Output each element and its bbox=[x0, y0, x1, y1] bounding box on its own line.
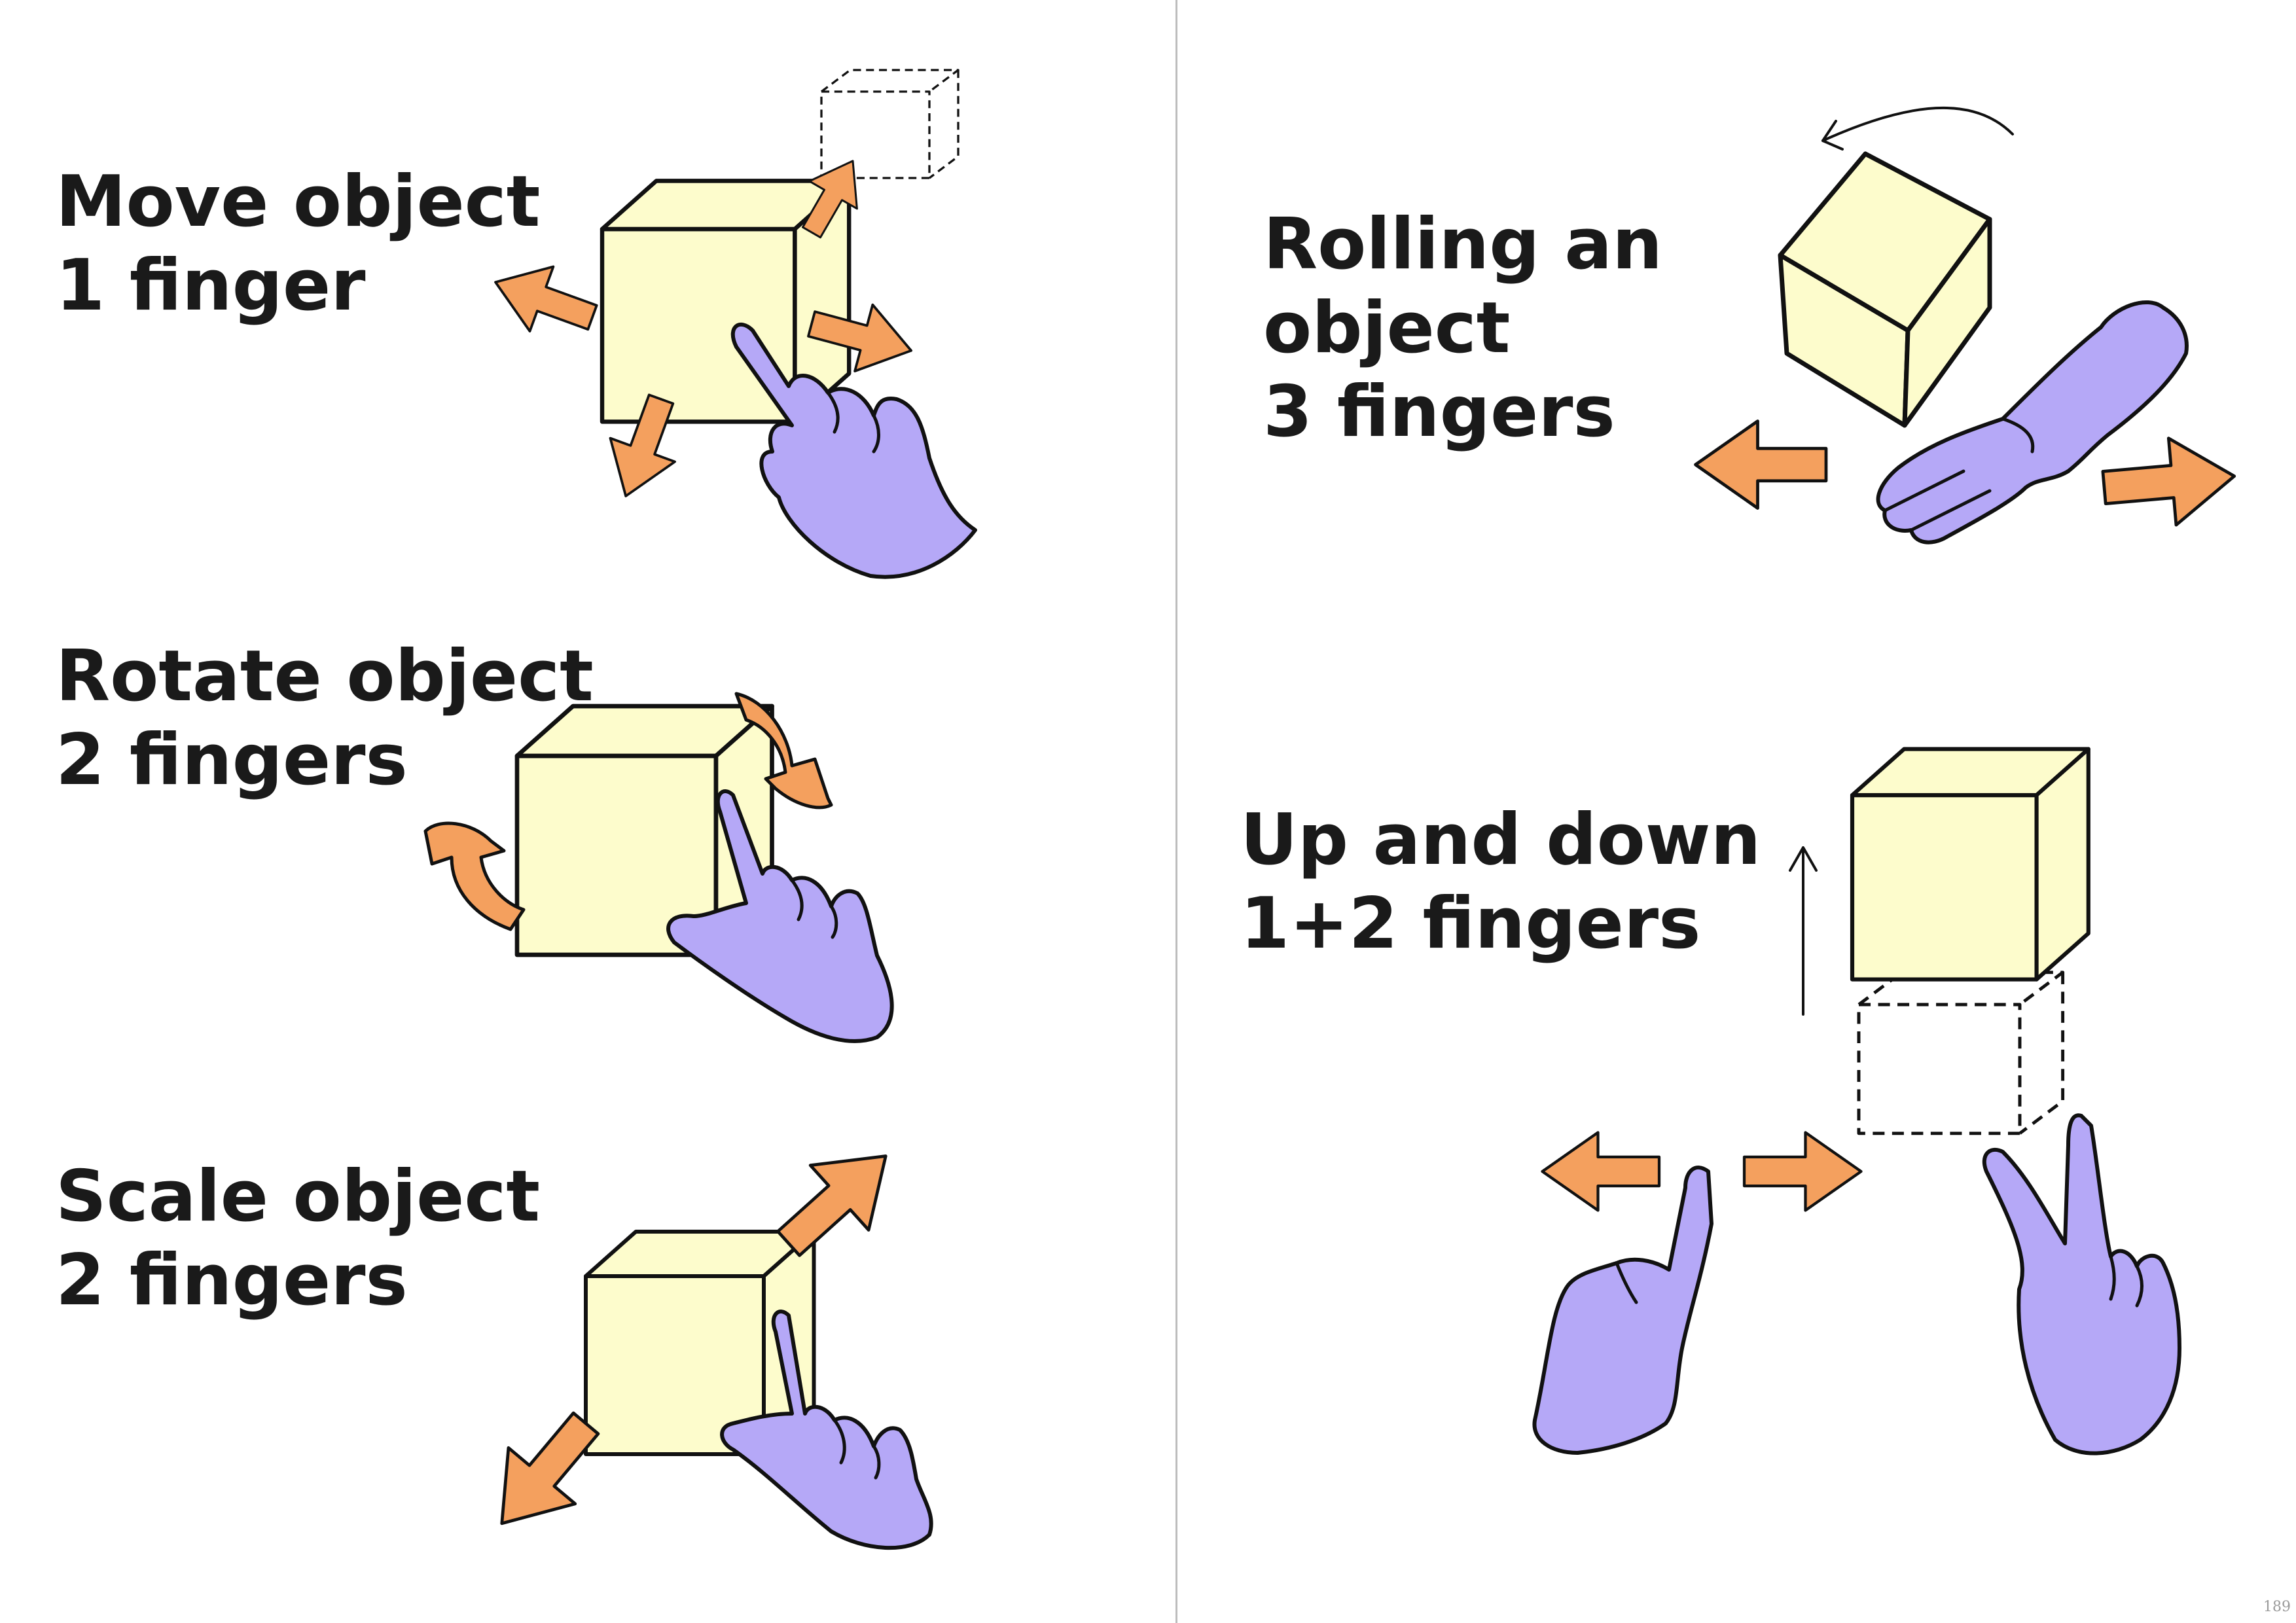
cube-icon bbox=[1778, 151, 1992, 428]
cube-icon bbox=[1852, 749, 2089, 980]
rotate-illustration bbox=[423, 692, 894, 1043]
hand-icon bbox=[1532, 1166, 1713, 1455]
hand-icon bbox=[730, 322, 977, 579]
panel-divider bbox=[1175, 0, 1177, 1623]
rotation-arrow-icon bbox=[1821, 106, 2014, 151]
scale-illustration bbox=[469, 1124, 933, 1551]
arrow-icon bbox=[423, 692, 833, 931]
move-object-title: Move object 1 finger bbox=[56, 161, 541, 327]
up-arrow-icon bbox=[1789, 846, 1818, 1016]
updown-illustration bbox=[1532, 749, 2181, 1455]
hand-icon bbox=[1982, 1113, 2181, 1455]
up-and-down-title: Up and down 1+2 fingers bbox=[1240, 799, 1761, 965]
ghost-cube-icon bbox=[1859, 972, 2063, 1133]
move-illustration bbox=[482, 69, 977, 579]
rolling-object-title: Rolling an object 3 fingers bbox=[1263, 204, 1662, 453]
scale-object-title: Scale object 2 fingers bbox=[56, 1156, 540, 1321]
hand-icon bbox=[666, 789, 894, 1043]
ghost-cube-icon bbox=[820, 69, 960, 179]
page-number: 189 bbox=[2263, 1599, 2291, 1615]
hand-icon bbox=[1876, 300, 2189, 544]
roll-illustration bbox=[1696, 106, 2238, 544]
rotate-object-title: Rotate object 2 fingers bbox=[56, 635, 594, 801]
hand-icon bbox=[720, 1310, 933, 1550]
